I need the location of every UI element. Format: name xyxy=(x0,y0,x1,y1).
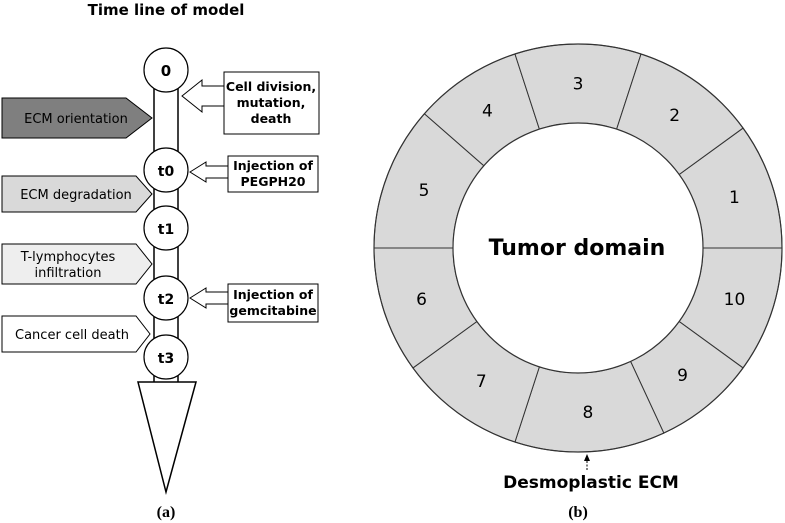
ring-segment-label-2: 2 xyxy=(669,106,680,126)
t-lymphocytes-text-line2: infiltration xyxy=(35,266,102,281)
gemcitabine-line2: gemcitabine xyxy=(229,303,316,318)
node-label: t3 xyxy=(158,351,174,367)
pegph20-line1: Injection of xyxy=(233,158,313,173)
ring-segment-label-8: 8 xyxy=(582,403,593,423)
tumor-domain-area xyxy=(452,122,704,374)
cell-division-line1: Cell division, xyxy=(226,79,316,94)
pegph20-line2: PEGPH20 xyxy=(241,174,306,189)
timeline-node-0: 0 xyxy=(143,47,189,93)
node-label: 0 xyxy=(161,62,171,80)
desmoplastic-ecm-label: Desmoplastic ECM xyxy=(503,473,679,493)
callout-gemcitabine: Injection of gemcitabine xyxy=(189,283,319,323)
label-ecm-degradation: ECM degradation xyxy=(1,175,153,213)
ring-segment-label-10: 10 xyxy=(724,290,746,310)
node-label: t0 xyxy=(158,164,175,180)
ring-segment-label-7: 7 xyxy=(476,372,487,392)
timeline-arrowhead xyxy=(137,381,197,495)
gemcitabine-line1: Injection of xyxy=(233,287,313,302)
cell-division-line2: mutation, xyxy=(237,95,306,110)
ecm-orientation-text: ECM orientation xyxy=(24,112,128,127)
timeline-title: Time line of model xyxy=(88,1,245,19)
callout-cell-division: Cell division, mutation, death xyxy=(181,71,320,135)
timeline-node-t0: t0 xyxy=(143,147,189,193)
node-label: t1 xyxy=(158,222,174,238)
label-cancer-cell-death: Cancer cell death xyxy=(1,315,151,353)
ring-segment-label-3: 3 xyxy=(573,75,584,95)
timeline-node-t1: t1 xyxy=(143,205,189,251)
ring-segment-label-5: 5 xyxy=(419,181,430,201)
callout-pegph20: Injection of PEGPH20 xyxy=(189,155,319,193)
caption-b: (b) xyxy=(568,504,588,521)
panel-b: 1 10 9 8 7 6 5 4 3 2 Tumor domain Desmoplastic EC… xyxy=(373,43,783,521)
label-ecm-orientation: ECM orientation xyxy=(1,97,153,139)
ring-pointer-arrowhead xyxy=(584,454,590,461)
caption-a: (a) xyxy=(157,504,176,521)
ring-outer-edge xyxy=(373,43,783,453)
label-t-lymphocytes: T-lymphocytes infiltration xyxy=(1,243,153,285)
t-lymphocytes-text-line1: T-lymphocytes xyxy=(20,250,116,265)
cell-division-line3: death xyxy=(251,111,292,126)
ring-segment-label-4: 4 xyxy=(482,102,493,122)
tumor-domain-label: Tumor domain xyxy=(489,236,666,261)
node-label: t2 xyxy=(158,292,174,308)
cancer-cell-death-text: Cancer cell death xyxy=(15,328,129,343)
ring-segment-label-6: 6 xyxy=(416,290,427,310)
timeline-node-t2: t2 xyxy=(143,275,189,321)
ring-segment-label-9: 9 xyxy=(677,366,688,386)
ecm-degradation-text: ECM degradation xyxy=(20,188,132,203)
panel-a: Time line of model 0 t0 t1 t2 t3 E xyxy=(1,1,320,521)
ecm-ring: 1 10 9 8 7 6 5 4 3 2 xyxy=(373,43,783,453)
timeline-node-t3: t3 xyxy=(143,334,189,380)
ring-segment-label-1: 1 xyxy=(729,188,740,208)
